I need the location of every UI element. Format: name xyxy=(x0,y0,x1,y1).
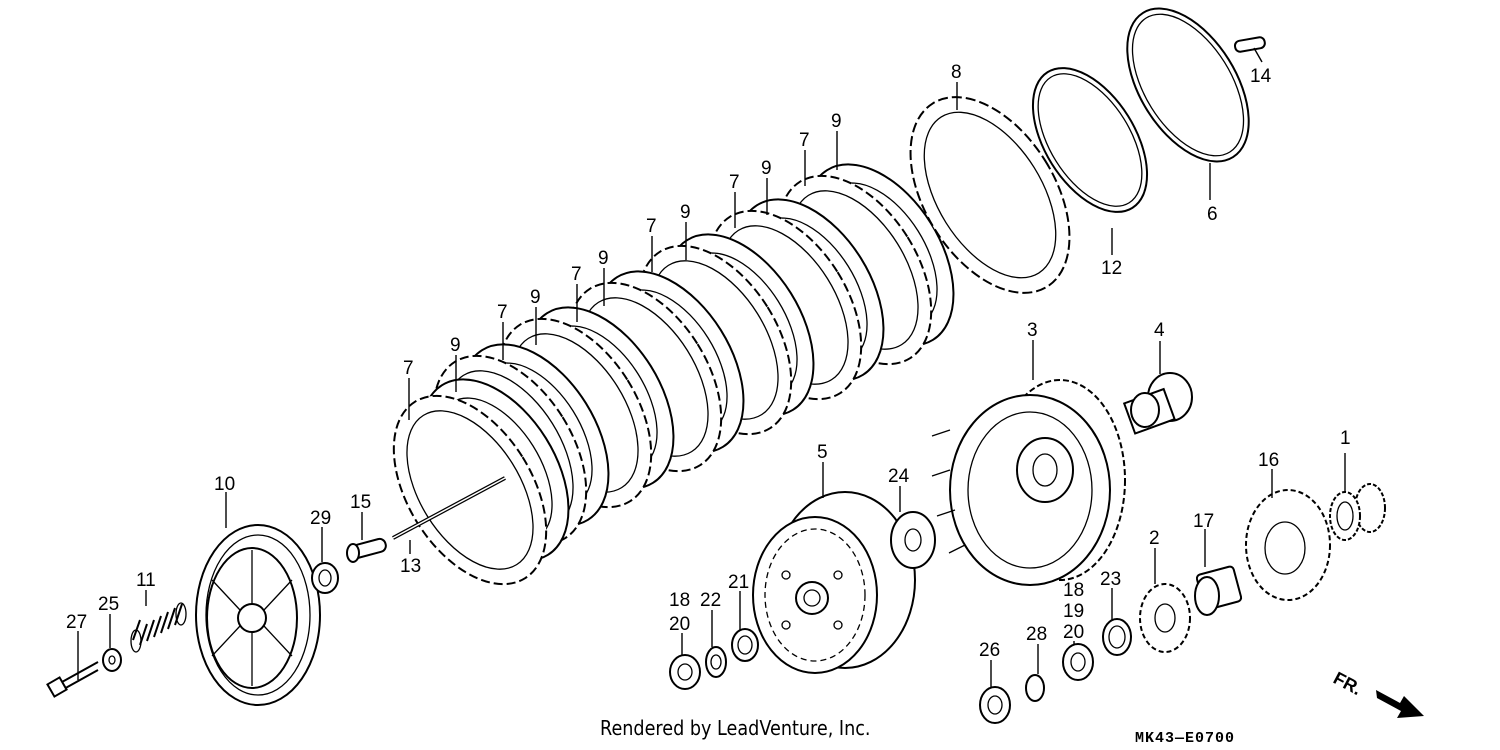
lock-nut-20-left xyxy=(669,654,701,690)
leader-lines xyxy=(77,47,1346,688)
washer-23 xyxy=(1102,618,1132,656)
callout-6: 6 xyxy=(1207,204,1218,225)
clutch-plate-stack xyxy=(392,163,955,586)
callout-20-left: 20 xyxy=(669,614,690,635)
gear-16 xyxy=(1245,489,1331,601)
callout-22: 22 xyxy=(700,590,721,611)
callout-23: 23 xyxy=(1100,569,1121,590)
front-indicator-label: FR. xyxy=(1330,668,1365,699)
callout-18-right: 18 xyxy=(1063,580,1084,601)
callout-9f: 9 xyxy=(831,111,842,132)
callout-17: 17 xyxy=(1193,511,1214,532)
callout-9e: 9 xyxy=(761,158,772,179)
callout-27: 27 xyxy=(66,612,87,633)
callout-8: 8 xyxy=(951,62,962,83)
pin-14 xyxy=(1233,36,1266,53)
callout-15: 15 xyxy=(350,492,371,513)
callout-2: 2 xyxy=(1149,528,1160,549)
callout-16: 16 xyxy=(1258,450,1279,471)
bolt-27 xyxy=(46,661,99,698)
callout-labels: 1 2 3 4 5 6 7 7 7 7 7 7 8 9 9 9 9 9 9 10… xyxy=(66,62,1351,661)
callout-19: 19 xyxy=(1063,601,1084,622)
clutch-outer-3 xyxy=(931,379,1126,586)
callout-4: 4 xyxy=(1154,320,1165,341)
callout-3: 3 xyxy=(1027,320,1038,341)
callout-7c: 7 xyxy=(571,264,582,285)
callout-9d: 9 xyxy=(680,202,691,223)
callout-7a: 7 xyxy=(403,358,414,379)
callout-1: 1 xyxy=(1340,428,1351,449)
callout-24: 24 xyxy=(888,466,910,487)
callout-7b: 7 xyxy=(497,302,508,323)
washer-21 xyxy=(731,628,759,662)
callout-7d: 7 xyxy=(646,216,657,237)
pressure-plate-10 xyxy=(195,524,321,706)
snap-ring-28 xyxy=(1025,674,1045,702)
callout-18-left: 18 xyxy=(669,590,690,611)
friction-disc-8 xyxy=(909,96,1071,294)
callout-7e: 7 xyxy=(729,172,740,193)
callout-13: 13 xyxy=(400,556,421,577)
thrust-washer-24 xyxy=(890,511,936,569)
callout-10: 10 xyxy=(214,474,235,495)
lifter-piece-15 xyxy=(346,537,387,563)
collar-17 xyxy=(1194,565,1243,616)
callout-9a: 9 xyxy=(450,335,461,356)
lock-washer-22 xyxy=(705,646,727,678)
front-direction-indicator: FR. xyxy=(1330,668,1424,718)
callout-29: 29 xyxy=(310,508,331,529)
callout-7f: 7 xyxy=(799,130,810,151)
callout-12: 12 xyxy=(1101,258,1122,279)
bearing-29 xyxy=(311,562,339,594)
callout-20-right: 20 xyxy=(1063,622,1084,643)
ring-6 xyxy=(1126,7,1250,163)
credit-text: Rendered by LeadVenture, Inc. xyxy=(600,716,871,740)
collar-4 xyxy=(1122,372,1193,435)
washer-25 xyxy=(102,648,122,672)
callout-5: 5 xyxy=(817,442,828,463)
spring-11 xyxy=(130,602,187,653)
gear-2 xyxy=(1139,583,1191,653)
callout-28: 28 xyxy=(1026,624,1047,645)
callout-9b: 9 xyxy=(530,287,541,308)
callout-11: 11 xyxy=(136,570,156,591)
diagram-code: MK43—E0700 xyxy=(1135,730,1236,747)
callout-9c: 9 xyxy=(598,248,609,269)
clutch-center-5 xyxy=(752,491,916,674)
callout-25: 25 xyxy=(98,594,119,615)
callout-14: 14 xyxy=(1250,66,1272,87)
bearing-26 xyxy=(979,686,1011,724)
ring-12 xyxy=(1031,67,1149,213)
front-arrow-icon xyxy=(1376,690,1424,718)
lock-nut-20-right xyxy=(1062,643,1094,681)
callout-21: 21 xyxy=(728,572,749,593)
needle-bearing-1 xyxy=(1329,483,1386,541)
callout-26: 26 xyxy=(979,640,1000,661)
